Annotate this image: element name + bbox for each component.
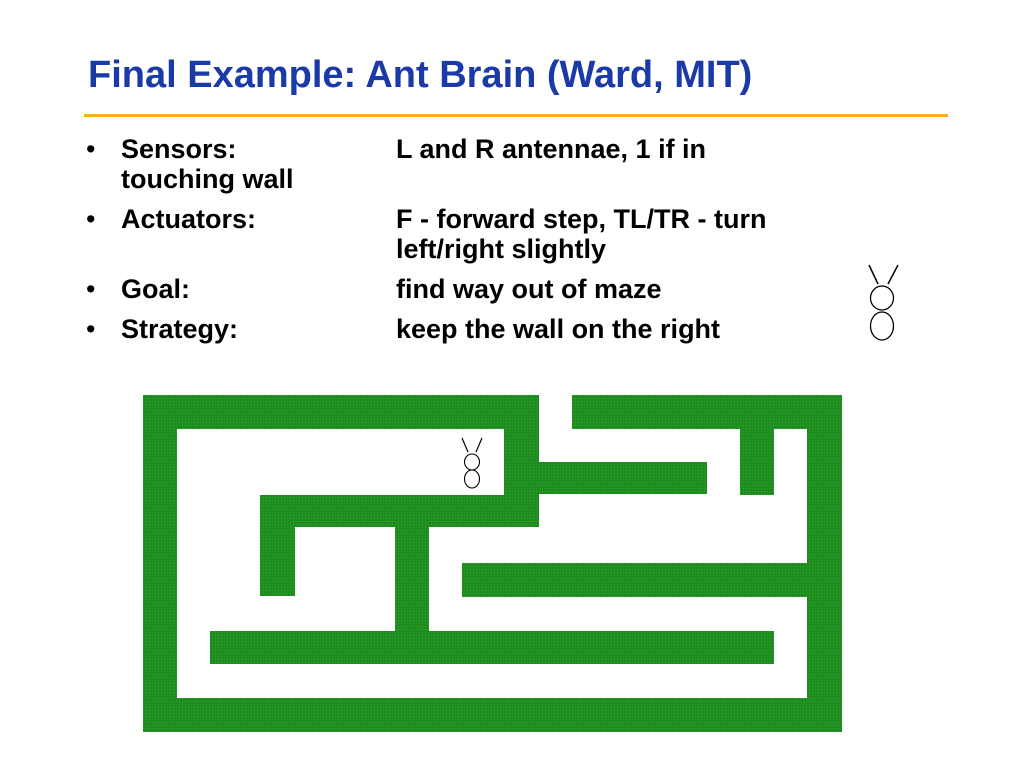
slide-title: Final Example: Ant Brain (Ward, MIT) — [88, 54, 753, 96]
ant-antenna-right — [887, 264, 899, 285]
bullet-definition: keep the wall on the right — [396, 314, 721, 344]
title-divider — [84, 114, 948, 117]
bullet-actuators: • Actuators: F - forward step, TL/TR - t… — [80, 204, 880, 264]
bullet-term: Sensors: — [121, 134, 237, 164]
bullet-definition: L and R antennae, 1 if in — [396, 134, 707, 164]
maze-wall — [260, 495, 539, 527]
maze-wall — [210, 631, 774, 664]
bullet-definition: F - forward step, TL/TR - turn left/righ… — [396, 204, 880, 264]
bullet-definition-wrap: touching wall — [121, 164, 294, 194]
bullet-marker: • — [86, 274, 96, 304]
maze-wall — [143, 395, 539, 429]
bullet-sensors: • Sensors: L and R antennae, 1 if in tou… — [80, 134, 880, 194]
bullet-goal: • Goal: find way out of maze — [80, 274, 880, 304]
bullet-term: Strategy: — [121, 314, 239, 344]
ant-icon — [868, 264, 899, 341]
maze-wall — [143, 395, 177, 732]
maze-wall — [740, 395, 774, 495]
ant-icon — [461, 437, 483, 489]
bullet-marker: • — [86, 204, 96, 234]
ant-body — [869, 311, 895, 341]
bullet-term: Goal: — [121, 274, 191, 304]
maze-wall — [260, 495, 295, 596]
bullet-definition: find way out of maze — [396, 274, 662, 304]
maze-diagram — [143, 395, 842, 732]
maze-walls — [143, 395, 842, 732]
ant-head — [869, 285, 895, 311]
bullet-list: • Sensors: L and R antennae, 1 if in tou… — [80, 134, 880, 354]
bullet-strategy: • Strategy: keep the wall on the right — [80, 314, 880, 344]
maze-wall — [572, 395, 842, 429]
bullet-marker: • — [86, 314, 96, 344]
ant-antenna-left — [868, 264, 879, 285]
maze-wall — [504, 462, 707, 494]
maze-wall — [395, 527, 429, 637]
bullet-definition-line: F - forward step, TL/TR - turn — [396, 204, 767, 234]
bullet-definition-line: left/right slightly — [396, 234, 607, 264]
maze-wall — [143, 698, 842, 732]
bullet-marker: • — [86, 134, 96, 164]
maze-wall — [462, 563, 842, 597]
bullet-term: Actuators: — [121, 204, 257, 234]
